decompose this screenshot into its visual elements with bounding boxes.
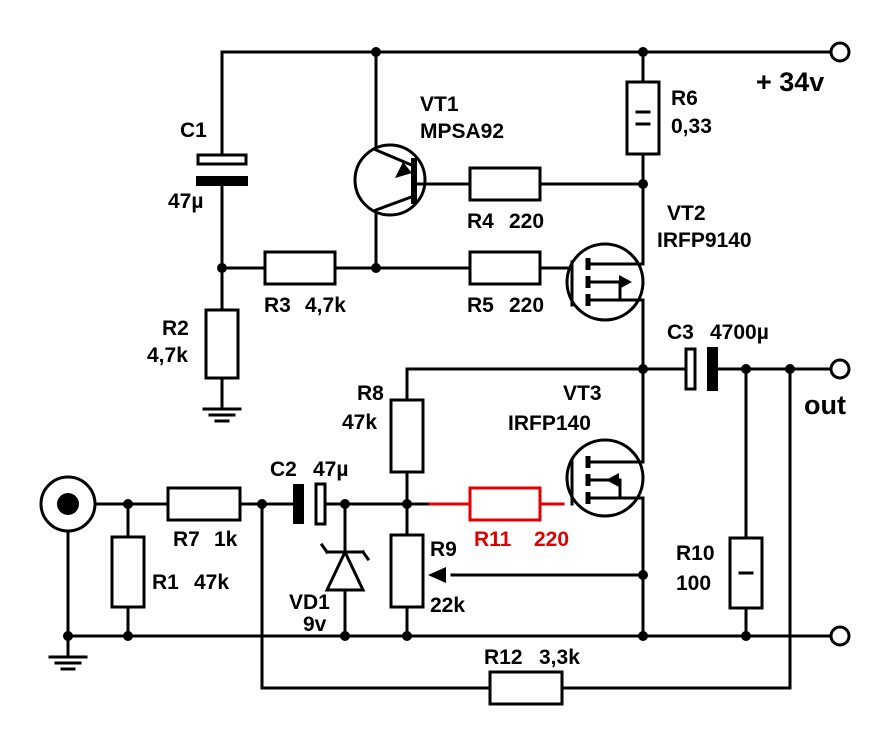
resistor-r10 xyxy=(728,536,764,610)
r7-ref: R7 xyxy=(173,528,200,551)
c3-value: 4700µ xyxy=(710,321,769,344)
c2-ref: C2 xyxy=(270,458,297,481)
r11-value: 220 xyxy=(534,528,569,551)
junctions xyxy=(63,47,795,641)
output-terminal xyxy=(829,358,851,380)
resistor-r7 xyxy=(166,486,242,522)
c1-ref: C1 xyxy=(180,119,207,142)
r11-ref: R11 xyxy=(474,528,512,551)
c2-value: 47µ xyxy=(313,458,348,481)
r3-ref: R3 xyxy=(264,294,291,317)
r12-value: 3,3k xyxy=(539,646,580,669)
r8-ref: R8 xyxy=(357,382,384,405)
r9-ref: R9 xyxy=(430,538,457,561)
mosfet-vt3 xyxy=(565,438,645,518)
output-label: out xyxy=(804,390,846,420)
transistor-vt1 xyxy=(353,143,432,217)
supply-terminal xyxy=(829,41,851,63)
r4-value: 220 xyxy=(509,210,544,233)
vd1-value: 9v xyxy=(303,613,327,636)
resistor-r4 xyxy=(468,166,542,202)
vt3-part: IRFP140 xyxy=(508,412,591,435)
capacitor-c1 xyxy=(196,153,248,186)
resistor-r11 xyxy=(468,486,542,522)
c1-value: 47µ xyxy=(168,190,203,213)
resistor-r2 xyxy=(204,308,240,380)
vt1-ref: VT1 xyxy=(420,93,459,116)
r6-ref: R6 xyxy=(671,87,698,110)
supply-label: + 34v xyxy=(756,67,824,97)
r7-value: 1k xyxy=(214,528,238,551)
vd1-ref: VD1 xyxy=(289,591,330,614)
input-jack xyxy=(39,475,97,533)
resistor-r1 xyxy=(110,535,146,609)
mosfet-vt2 xyxy=(561,242,645,322)
resistor-r8 xyxy=(389,398,425,474)
c3-ref: C3 xyxy=(667,321,694,344)
r4-ref: R4 xyxy=(467,210,494,233)
resistor-r6 xyxy=(625,80,661,156)
r6-value: 0,33 xyxy=(671,115,712,138)
r9-value: 22k xyxy=(430,594,465,617)
capacitor-c3 xyxy=(684,347,718,391)
ground-symbol-r2 xyxy=(202,407,242,423)
resistor-r3 xyxy=(263,250,337,286)
r5-value: 220 xyxy=(509,294,544,317)
resistor-r5 xyxy=(468,250,542,286)
r8-value: 47k xyxy=(342,411,377,434)
ground-terminal xyxy=(829,625,851,647)
r1-ref: R1 xyxy=(152,571,179,594)
vt3-ref: VT3 xyxy=(563,382,602,405)
r2-ref: R2 xyxy=(162,317,189,340)
resistor-r12 xyxy=(488,670,564,706)
r3-value: 4,7k xyxy=(305,294,346,317)
capacitor-c2 xyxy=(293,482,327,526)
r12-ref: R12 xyxy=(484,646,523,669)
r10-ref: R10 xyxy=(676,542,715,565)
vt2-part: IRFP9140 xyxy=(657,229,752,252)
zener-diode-vd1 xyxy=(319,542,371,592)
potentiometer-r9 xyxy=(389,533,446,609)
r2-value: 4,7k xyxy=(147,344,188,367)
vt1-part: MPSA92 xyxy=(420,120,504,143)
vt2-ref: VT2 xyxy=(667,202,706,225)
r5-ref: R5 xyxy=(467,294,494,317)
r1-value: 47k xyxy=(194,571,229,594)
r10-value: 100 xyxy=(676,572,711,595)
ground-symbol-input xyxy=(48,655,88,671)
